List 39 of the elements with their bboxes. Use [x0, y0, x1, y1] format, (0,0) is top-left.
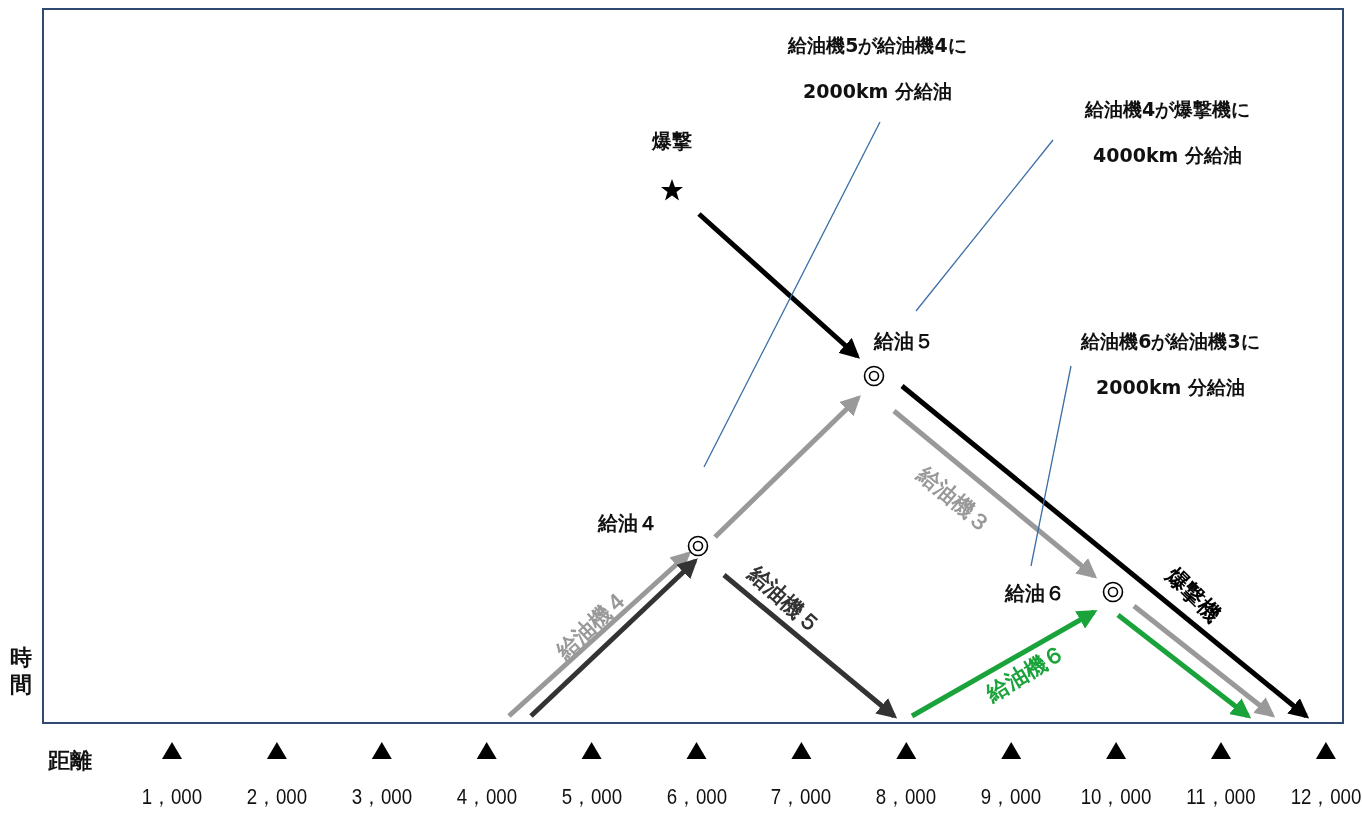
arrow [1132, 604, 1276, 718]
edge-label: 給油機６ [980, 638, 1071, 708]
arrow [713, 395, 861, 539]
arrow [892, 409, 1098, 579]
point-label: 給油４ [598, 510, 658, 537]
arrow [722, 573, 898, 719]
leader-line [703, 121, 881, 468]
tick-label: 12，000 [1289, 783, 1362, 811]
tick-label: 11，000 [1185, 783, 1257, 811]
edge-label: 給油機４ [549, 584, 634, 666]
tick-label: 7，000 [770, 783, 833, 811]
axis-label: 距離 [48, 747, 92, 775]
arrow [910, 609, 1098, 719]
tick-label: 6，000 [665, 783, 728, 811]
annotation-text: 給油機5が給油機4に 2000km 分給油 [770, 22, 985, 114]
arrow [1116, 613, 1252, 719]
edge-label: 給油機５ [742, 559, 827, 641]
tick-label: 5，000 [560, 783, 623, 811]
tick-label: 4，000 [455, 783, 518, 811]
tick-label: 3，000 [350, 783, 413, 811]
arrow [900, 384, 1310, 719]
edge-label: 給油機３ [911, 460, 998, 540]
tick-label: 9，000 [980, 783, 1043, 811]
point-label: 爆撃 [652, 128, 692, 155]
edge-label: 爆撃機 [1160, 561, 1227, 629]
leader-line [1030, 365, 1072, 567]
arrow [529, 558, 698, 718]
point-label: 給油６ [1005, 580, 1065, 607]
arrow [507, 551, 691, 718]
leader-line [915, 139, 1054, 312]
tick-label: 1，000 [140, 783, 204, 811]
tick-label: 10，000 [1079, 783, 1153, 811]
axis-label: 時間 [10, 644, 33, 698]
annotation-text: 給油機6が給油機3に 2000km 分給油 [1063, 318, 1278, 410]
tick-label: 8，000 [875, 783, 938, 811]
arrow [697, 212, 860, 359]
annotation-text: 給油機4が爆撃機に 4000km 分給油 [1060, 86, 1275, 178]
point-label: 給油５ [874, 328, 934, 355]
tick-label: 2，000 [245, 783, 309, 811]
